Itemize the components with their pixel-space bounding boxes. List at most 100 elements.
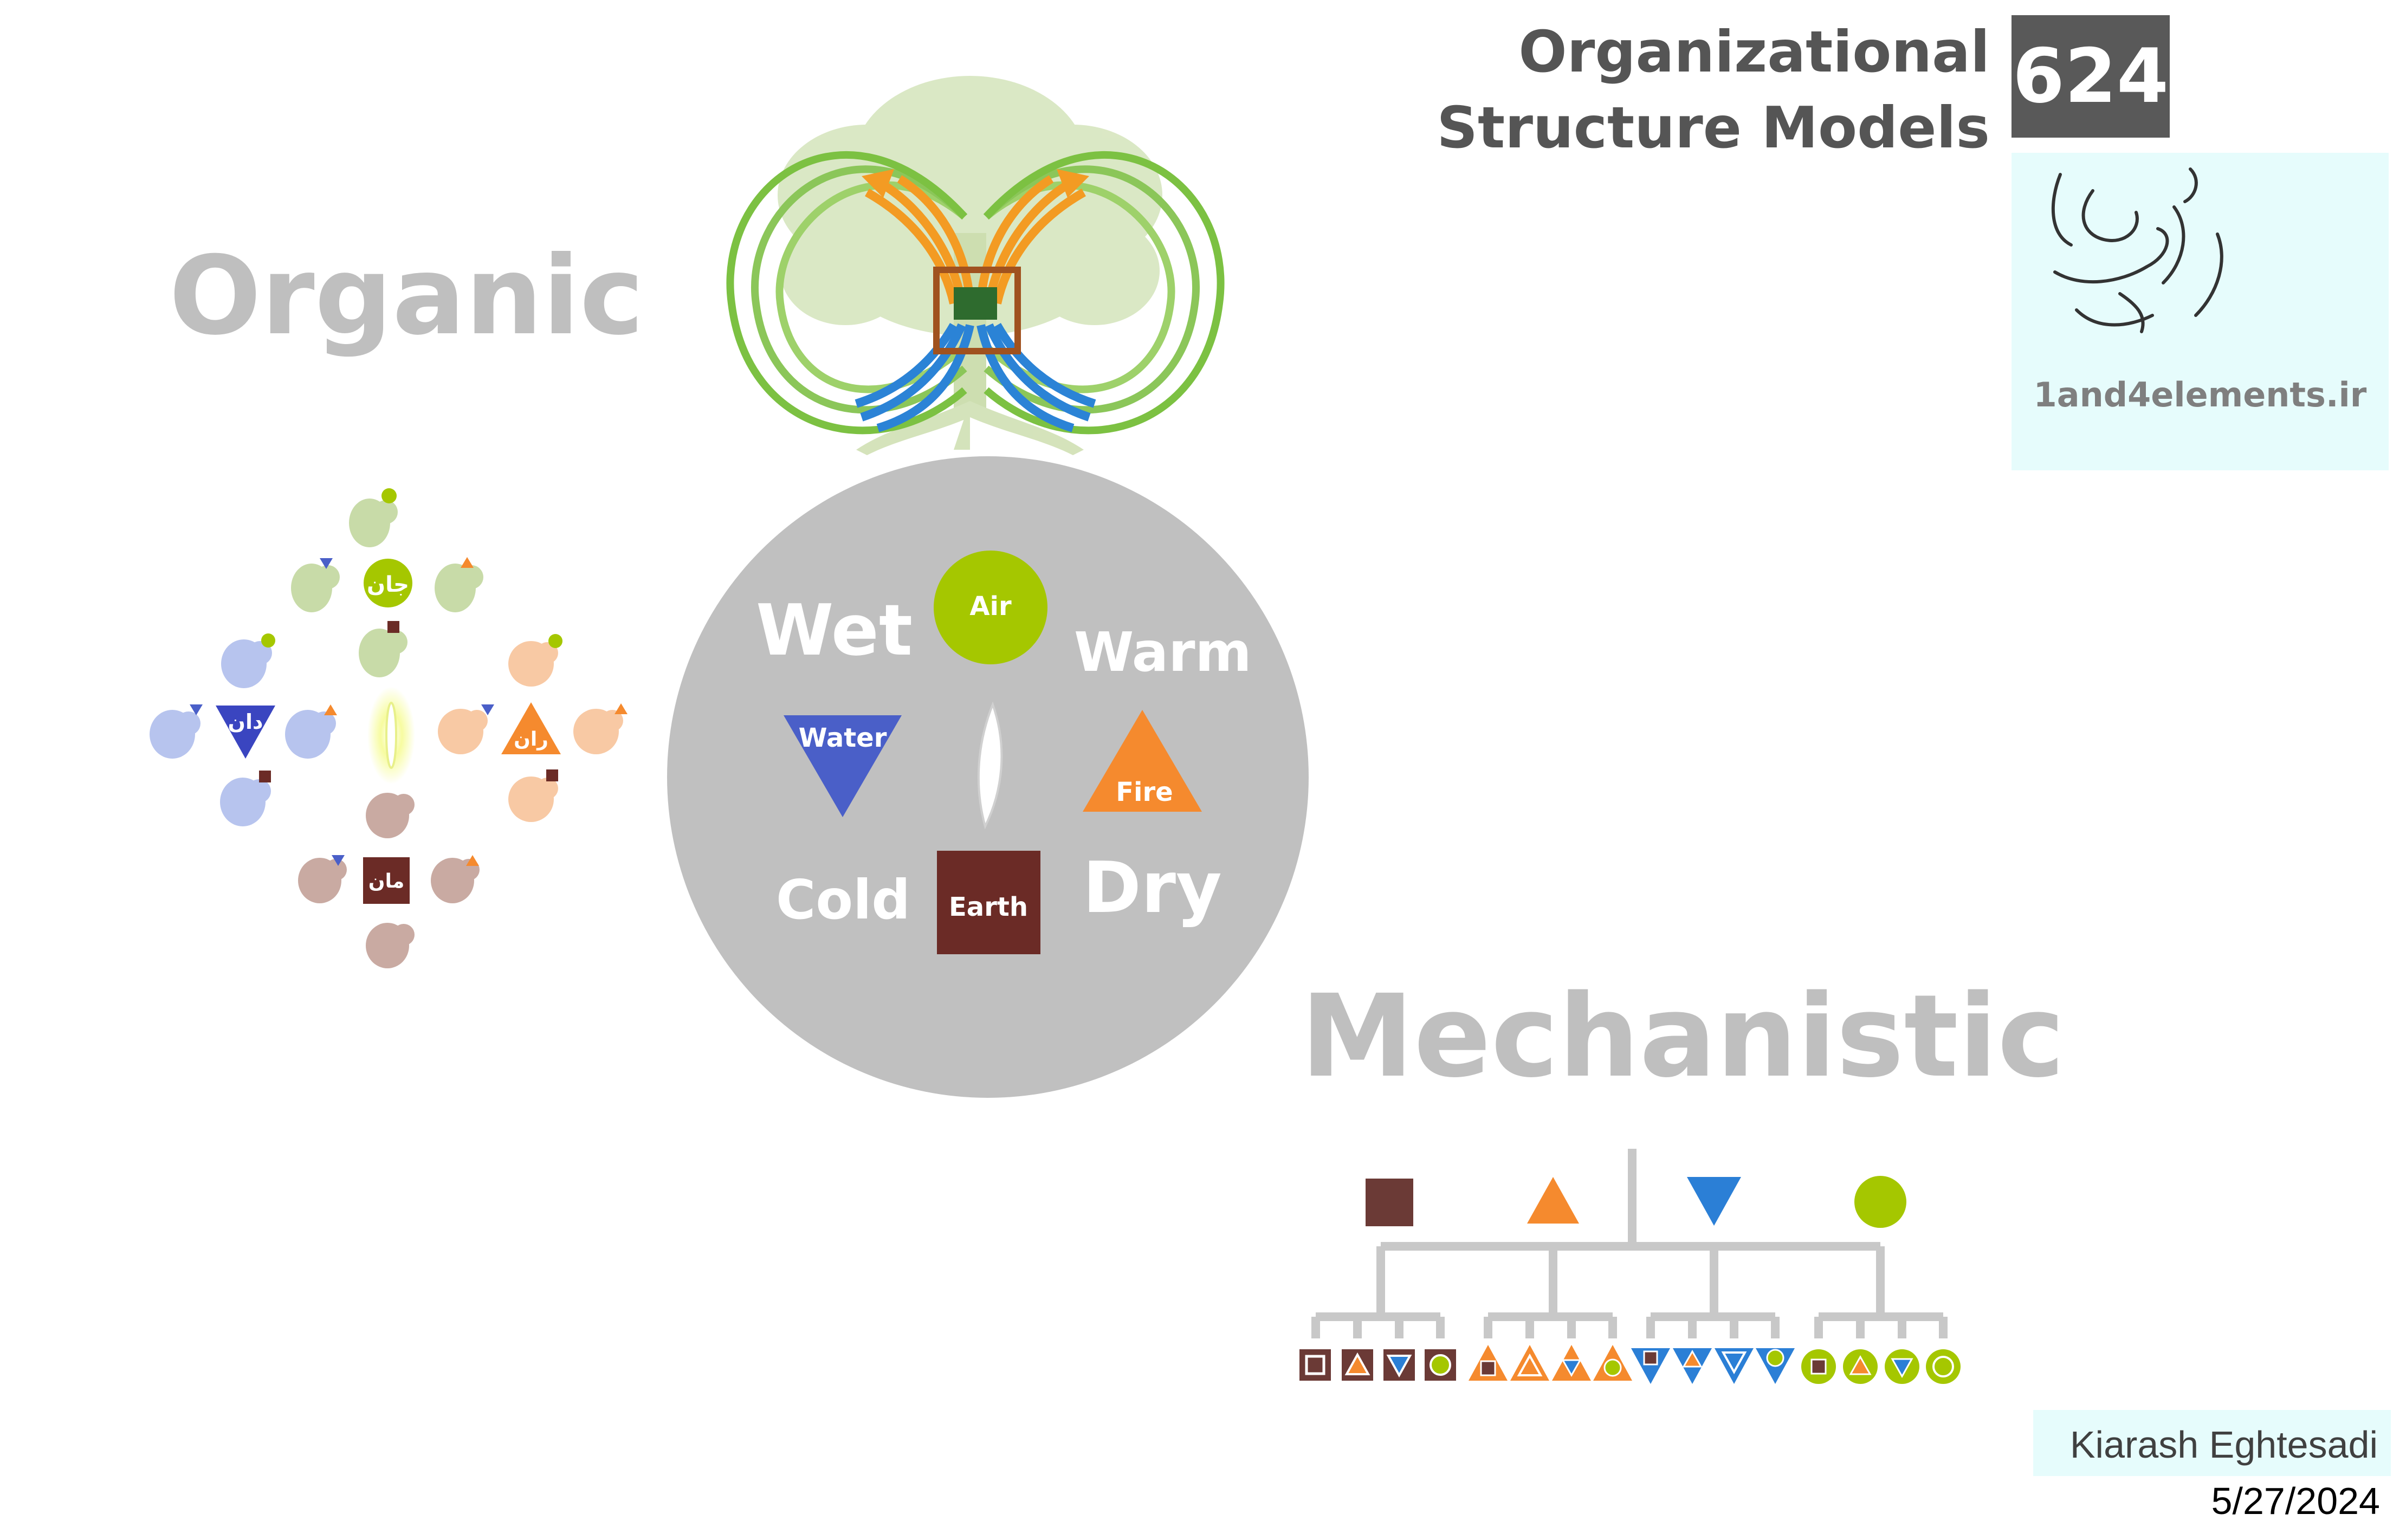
mechanistic-label: Mechanistic bbox=[1301, 970, 2065, 1103]
jan-circle-icon bbox=[364, 559, 412, 607]
warm-label: Warm bbox=[1074, 620, 1252, 684]
water-label: Water bbox=[799, 723, 887, 753]
figure-icon bbox=[508, 641, 558, 687]
circle-icon bbox=[1766, 1349, 1784, 1367]
title-line-1: Organizational bbox=[1518, 19, 1990, 85]
square-icon bbox=[1643, 1350, 1658, 1366]
mechanistic-tree bbox=[1299, 1149, 1961, 1384]
ran-triangle-icon bbox=[501, 702, 561, 754]
logo-panel: 1and4elements.ir bbox=[2012, 153, 2389, 470]
author-panel: Kiarash Eghtesadi bbox=[2033, 1410, 2391, 1476]
elements-circle: Air Water Fire Earth Wet Warm Cold Dry bbox=[667, 456, 1309, 1098]
square-icon bbox=[1810, 1358, 1827, 1375]
author-name: Kiarash Eghtesadi bbox=[2069, 1423, 2378, 1466]
square-marker-icon bbox=[546, 769, 558, 781]
triangle-up-marker-icon bbox=[615, 703, 628, 714]
figure-icon bbox=[349, 499, 398, 547]
figure-icon bbox=[508, 777, 558, 822]
tree-lines bbox=[1311, 1149, 1948, 1338]
center-core bbox=[954, 287, 997, 320]
triangle-up-icon bbox=[1344, 1352, 1370, 1375]
air-circle-icon bbox=[1854, 1176, 1906, 1228]
circle-marker-icon bbox=[381, 488, 397, 503]
air-group: جان bbox=[291, 488, 483, 677]
water-triangle-icon bbox=[784, 715, 902, 817]
dan-triangle-icon bbox=[216, 706, 275, 759]
triangle-up-icon bbox=[1517, 1353, 1543, 1376]
earth-children bbox=[1299, 1349, 1456, 1381]
triangle-down-marker-icon bbox=[190, 704, 203, 715]
dry-label: Dry bbox=[1083, 846, 1222, 929]
square-marker-icon bbox=[259, 771, 271, 782]
earth-square-icon bbox=[937, 851, 1040, 954]
page-title: Organizational Structure Models bbox=[1231, 14, 1990, 166]
circle-icon bbox=[1430, 1354, 1451, 1376]
figure-icon bbox=[573, 709, 623, 754]
center-frame bbox=[933, 267, 1021, 354]
jan-label: جان bbox=[367, 572, 409, 597]
wet-label: Wet bbox=[756, 589, 913, 671]
cold-label: Cold bbox=[776, 868, 910, 931]
ran-label: ران bbox=[514, 728, 548, 750]
water-group: دان bbox=[150, 633, 337, 826]
triangle-up-marker-icon bbox=[324, 704, 337, 715]
man-label: مان bbox=[368, 870, 405, 892]
figure-icon bbox=[366, 793, 415, 838]
water-children bbox=[1631, 1348, 1795, 1384]
triangle-up-marker-icon bbox=[461, 557, 474, 568]
tree-emblem bbox=[726, 76, 1225, 455]
earth-square-icon bbox=[1366, 1179, 1413, 1226]
blue-arrows-icon bbox=[855, 323, 1096, 432]
date-label: 5/27/2024 bbox=[2211, 1480, 2380, 1522]
organic-label: Organic bbox=[169, 233, 644, 359]
fire-triangle-icon bbox=[1083, 710, 1202, 812]
circle-icon bbox=[1603, 1358, 1622, 1377]
triangle-up-marker-icon bbox=[466, 855, 479, 866]
fire-label: Fire bbox=[1116, 777, 1173, 807]
square-icon bbox=[1305, 1355, 1325, 1375]
figure-icon bbox=[150, 710, 200, 759]
fire-triangle-icon bbox=[1527, 1177, 1579, 1224]
figure-icon bbox=[438, 709, 488, 754]
orange-arrows-icon bbox=[862, 169, 1089, 305]
figure-icon bbox=[366, 923, 415, 968]
figure-icon bbox=[221, 639, 272, 688]
air-label: Air bbox=[969, 591, 1012, 622]
earth-label: Earth bbox=[949, 892, 1028, 922]
organic-cluster: جان دان ران bbox=[150, 488, 628, 968]
triangle-down-marker-icon bbox=[481, 704, 494, 715]
figure-icon bbox=[359, 629, 408, 677]
slide-number-badge: 624 bbox=[2012, 15, 2170, 138]
circle-marker-icon bbox=[548, 634, 562, 648]
triangle-down-marker-icon bbox=[320, 558, 333, 569]
site-name: 1and4elements.ir bbox=[2033, 375, 2367, 415]
triangle-up-icon bbox=[1682, 1349, 1703, 1368]
flame-icon bbox=[977, 701, 1003, 830]
air-circle-icon bbox=[934, 551, 1047, 664]
triangle-down-icon bbox=[1386, 1355, 1412, 1378]
fire-group: ران bbox=[438, 634, 628, 822]
earth-group: مان bbox=[298, 793, 480, 968]
triangle-down-icon bbox=[1721, 1351, 1747, 1375]
circle-icon bbox=[1932, 1356, 1954, 1377]
triangle-up-icon bbox=[1849, 1355, 1872, 1375]
tree-icon bbox=[778, 76, 1162, 455]
fire-children bbox=[1469, 1345, 1632, 1381]
circle-marker-icon bbox=[261, 633, 275, 648]
triangle-down-marker-icon bbox=[332, 855, 345, 866]
triangle-down-icon bbox=[1891, 1358, 1913, 1379]
water-triangle-icon bbox=[1687, 1177, 1741, 1226]
calligraphy-logo-icon bbox=[2051, 167, 2223, 333]
figure-icon bbox=[220, 778, 271, 826]
square-marker-icon bbox=[387, 621, 399, 633]
triangle-down-icon bbox=[1561, 1359, 1582, 1377]
man-square-icon bbox=[363, 857, 410, 904]
air-children bbox=[1801, 1349, 1961, 1384]
figure-icon bbox=[298, 858, 347, 903]
figure-icon bbox=[285, 710, 336, 759]
square-icon bbox=[1480, 1360, 1496, 1376]
figure-icon bbox=[435, 564, 483, 612]
figure-icon bbox=[291, 564, 340, 612]
dan-label: دان bbox=[228, 710, 263, 734]
